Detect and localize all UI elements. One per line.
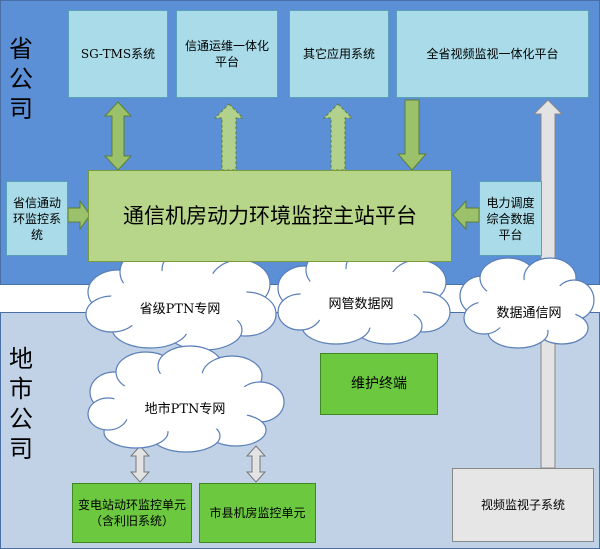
arrow-video-main: [396, 99, 428, 171]
arrow-right-main: [452, 199, 480, 231]
cloud-provincial-ptn: [85, 245, 277, 351]
city-label: 地 市 公 司: [9, 345, 33, 463]
cloud-label-nms-data-network: 网管数据网: [328, 297, 394, 312]
arrow-main-itops: [213, 103, 245, 171]
arrow-cloud-substation: [129, 445, 151, 483]
maintenance-terminal-box: 维护终端: [320, 353, 438, 415]
arrow-left-main: [67, 199, 91, 231]
cloud-city-ptn: [87, 345, 285, 453]
city-county-room-monitor-unit-box: 市县机房监控单元: [199, 483, 316, 543]
sg-tms-system-box: SG-TMS系统: [68, 10, 168, 98]
provincial-dynamic-env-system-box: 省信通动环监控系统: [6, 181, 68, 256]
video-subsystem-box: 视频监视子系统: [452, 468, 594, 542]
cloud-label-city-ptn: 地市PTN专网: [144, 402, 226, 417]
cloud-label-data-comm-network: 数据通信网: [496, 306, 562, 321]
cloud-label-provincial-ptn: 省级PTN专网: [139, 302, 221, 317]
it-ops-platform-box: 信通运维一体化平台: [176, 10, 278, 98]
arrow-cloud-cityroom: [245, 445, 267, 483]
video-monitor-platform-box: 全省视频监视一体化平台: [396, 10, 589, 98]
cloud-data-comm-network: [459, 257, 595, 349]
arrow-sgtms-main: [103, 101, 133, 171]
arrow-main-otherapps: [322, 103, 354, 171]
province-label: 省 公 司: [9, 35, 33, 123]
other-apps-box: 其它应用系统: [289, 10, 389, 98]
substation-monitor-unit-box: 变电站动环监控单元 （含利旧系统）: [72, 483, 192, 543]
power-dispatch-data-platform-box: 电力调度综合数据平台: [479, 181, 542, 256]
main-platform-box: 通信机房动力环境监控主站平台: [88, 170, 452, 262]
